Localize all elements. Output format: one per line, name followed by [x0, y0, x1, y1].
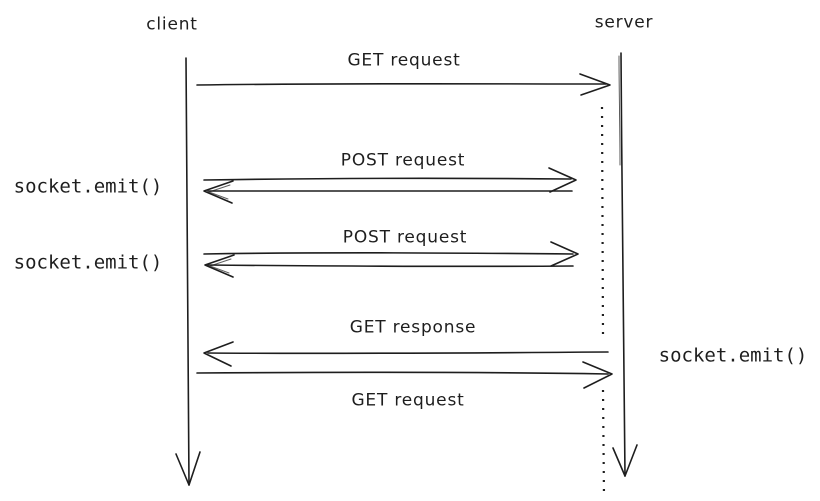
actor-label-client: client [146, 14, 198, 35]
message-label-post-request-1: POST request [340, 150, 466, 171]
arrow-post-request-1-to-server [203, 167, 577, 193]
server-lifeline [612, 52, 638, 477]
client-lifeline [175, 57, 201, 486]
message-label-get-request-top: GET request [347, 50, 461, 71]
message-label-get-request-bottom: GET request [351, 390, 465, 411]
message-label-get-response: GET response [349, 317, 477, 338]
server-dotted-line [600, 106, 606, 498]
actor-label-server: server [594, 12, 654, 33]
arrow-get-request-bottom [196, 361, 613, 389]
arrow-get-request-top [196, 73, 611, 96]
annotation-socket-emit-right: socket.emit() [658, 344, 808, 367]
annotation-socket-emit-left-2: socket.emit() [13, 251, 163, 274]
arrow-get-response [203, 341, 609, 367]
arrow-post-request-1-to-client [203, 180, 573, 204]
annotation-socket-emit-left-1: socket.emit() [13, 175, 163, 198]
arrow-post-request-2-to-server [203, 241, 579, 267]
arrow-post-request-2-to-client [204, 254, 574, 278]
message-label-post-request-2: POST request [342, 227, 468, 248]
